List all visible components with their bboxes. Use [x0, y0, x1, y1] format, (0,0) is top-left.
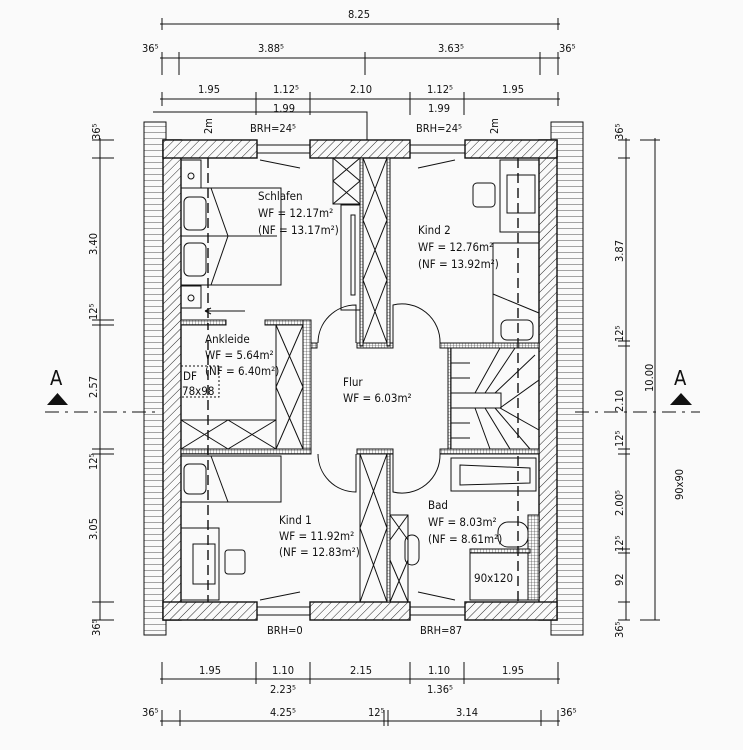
svg-text:36⁵: 36⁵: [613, 123, 626, 140]
svg-text:2.00⁵: 2.00⁵: [613, 490, 626, 516]
section-line: [45, 393, 700, 413]
room-ankleide: Ankleide WF = 5.64m² (NF = 6.40m²): [205, 332, 279, 378]
room-nf: (NF = 6.40m²): [205, 364, 279, 378]
svg-text:3.40: 3.40: [87, 233, 100, 255]
svg-text:12⁵: 12⁵: [87, 303, 100, 320]
brh-bottom-right: BRH=87: [420, 624, 462, 637]
shower-size: 90x120: [474, 571, 513, 585]
brh-top-right: BRH=24⁵: [416, 122, 462, 135]
dim-text: 1.99: [428, 102, 450, 115]
dim-text: 36⁵: [142, 42, 159, 55]
bottom-dimensions: 1.95 1.10 2.15 1.10 1.95 2.23⁵ 1.36⁵ 36⁵…: [142, 662, 577, 726]
dim-text: 1.95: [502, 83, 524, 96]
room-wf: WF = 6.03m²: [343, 391, 412, 405]
room-nf: (NF = 8.61m²): [428, 532, 502, 546]
dim-text: 1.12⁵: [427, 83, 453, 96]
room-bad: Bad WF = 8.03m² (NF = 8.61m²): [428, 498, 502, 546]
room-name: Kind 2: [418, 223, 451, 237]
dim-text: 36⁵: [142, 706, 159, 719]
roof-window-label: DF: [183, 369, 197, 383]
dim-text: 1.99: [273, 102, 295, 115]
room-schlafen: Schlafen WF = 12.17m² (NF = 13.17m²): [258, 189, 339, 237]
exterior-walls: [162, 139, 558, 621]
two-m-right: 2m: [488, 118, 501, 134]
dim-text: 1.95: [502, 664, 524, 677]
room-nf: (NF = 13.92m²): [418, 257, 499, 271]
svg-text:12⁵: 12⁵: [87, 453, 100, 470]
room-kind-2: Kind 2 WF = 12.76m² (NF = 13.92m²): [418, 223, 499, 271]
room-name: Schlafen: [258, 189, 303, 203]
dim-text: 1.36⁵: [427, 683, 453, 696]
dim-text: 12⁵: [368, 706, 385, 719]
interior-walls: [180, 157, 540, 603]
doors: [317, 303, 441, 494]
dim-text: 1.12⁵: [273, 83, 299, 96]
room-nf: (NF = 13.17m²): [258, 223, 339, 237]
room-wf: WF = 5.64m²: [205, 348, 274, 362]
room-nf: (NF = 12.83m²): [279, 545, 360, 559]
svg-text:12⁵: 12⁵: [613, 325, 626, 342]
svg-text:36⁵: 36⁵: [90, 123, 103, 140]
left-dimensions: 36⁵ 3.40 12⁵ 2.57 12⁵ 3.05 36⁵: [87, 123, 114, 636]
right-dimensions: 36⁵ 3.87 12⁵ 2.10 12⁵ 2.00⁵ 12⁵ 92 36⁵ 1…: [613, 123, 686, 638]
room-wf: WF = 12.17m²: [258, 206, 333, 220]
dim-text: 1.10: [272, 664, 294, 677]
dim-text: 1.95: [199, 664, 221, 677]
dim-text: 2.10: [350, 83, 372, 96]
dim-overall-depth: 10.00: [643, 364, 656, 392]
window-note-90x90: 90x90: [673, 469, 686, 500]
dim-text: 3.14: [456, 706, 478, 719]
dim-text: 1.10: [428, 664, 450, 677]
dim-text: 4.25⁵: [270, 706, 296, 719]
svg-text:3.87: 3.87: [613, 240, 626, 262]
room-name: Kind 1: [279, 513, 312, 527]
roof-window-outline: [180, 365, 220, 398]
dim-text: 36⁵: [559, 42, 576, 55]
room-kind-1: Kind 1 WF = 11.92m² (NF = 12.83m²): [279, 513, 360, 559]
svg-text:12⁵: 12⁵: [613, 430, 626, 447]
svg-text:2.10: 2.10: [613, 390, 626, 412]
wardrobes: [180, 157, 409, 603]
room-wf: WF = 12.76m²: [418, 240, 493, 254]
windows: [257, 144, 465, 616]
room-name: Bad: [428, 498, 448, 512]
furniture: [180, 159, 540, 601]
svg-text:2.57: 2.57: [87, 376, 100, 398]
dim-text: 3.88⁵: [258, 42, 284, 55]
dim-text: 3.63⁵: [438, 42, 464, 55]
svg-text:36⁵: 36⁵: [613, 621, 626, 638]
dim-text: 1.95: [198, 83, 220, 96]
svg-text:92: 92: [613, 573, 626, 586]
room-name: Flur: [343, 375, 363, 389]
dim-text: 36⁵: [560, 706, 577, 719]
svg-text:12⁵: 12⁵: [613, 535, 626, 552]
roof-slope-lines: [204, 158, 519, 602]
brh-bottom-left: BRH=0: [267, 624, 303, 637]
dim-text: 2.15: [350, 664, 372, 677]
room-wf: WF = 11.92m²: [279, 529, 354, 543]
staircase: [450, 347, 540, 450]
dim-overall-width: 8.25: [348, 8, 370, 21]
section-marker-left: A: [50, 366, 63, 390]
roof-window-size: 78x98: [182, 384, 214, 398]
top-dimensions: 8.25 36⁵ 3.88⁵ 3.63⁵ 36⁵ 1.95 1.12⁵ 2.10…: [142, 8, 576, 140]
room-flur: Flur WF = 6.03m²: [343, 375, 412, 405]
svg-text:3.05: 3.05: [87, 518, 100, 540]
two-m-left: 2m: [202, 118, 215, 134]
room-wf: WF = 8.03m²: [428, 515, 497, 529]
section-marker-right: A: [674, 366, 687, 390]
brh-top-left: BRH=24⁵: [250, 122, 296, 135]
dim-text: 2.23⁵: [270, 683, 296, 696]
room-name: Ankleide: [205, 332, 250, 346]
svg-text:36⁵: 36⁵: [90, 619, 103, 636]
